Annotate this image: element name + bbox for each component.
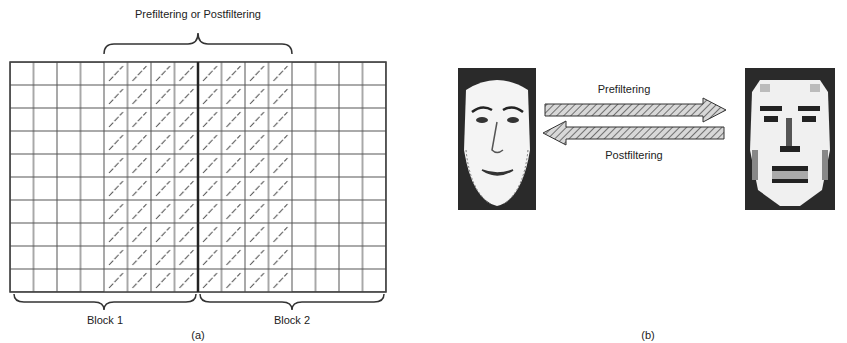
- bracket-label: Prefiltering or Postfiltering: [135, 8, 261, 20]
- top-brace: [104, 33, 292, 54]
- postfilter-arrow: [543, 121, 724, 145]
- arrow-label: Postfiltering: [605, 149, 662, 161]
- original-face: [458, 68, 536, 210]
- block-label: Block 1: [87, 314, 123, 326]
- block2-brace: [200, 294, 384, 310]
- filtered-face: [745, 68, 835, 210]
- panel-label: (b): [641, 329, 654, 341]
- prefilter-arrow: [545, 98, 726, 122]
- panel-label: (a): [191, 329, 204, 341]
- block-label: Block 2: [274, 314, 310, 326]
- arrow-label: Prefiltering: [598, 83, 651, 95]
- block-grid: [10, 62, 386, 292]
- block1-brace: [14, 294, 196, 310]
